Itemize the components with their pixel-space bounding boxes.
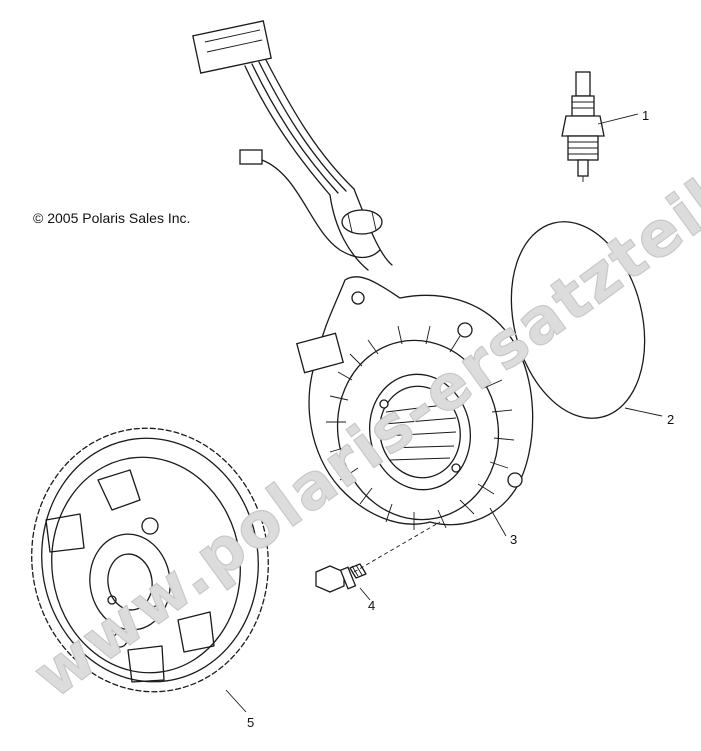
flywheel-hub: [89, 533, 171, 631]
copyright-notice: © 2005 Polaris Sales Inc.: [33, 210, 191, 226]
callout-5-flywheel: 5: [247, 715, 254, 730]
flywheel: [31, 427, 269, 693]
wire-harness: [192, 20, 393, 271]
leader-lines: [225, 113, 663, 713]
stator-bolt: [315, 563, 367, 593]
callout-3-stator: 3: [510, 532, 517, 547]
small-connector: [239, 149, 263, 165]
spark-plug: [561, 71, 605, 182]
callout-1-spark-plug: 1: [642, 108, 649, 123]
flywheel-ring-gear: [31, 427, 269, 693]
callout-2-gasket: 2: [667, 412, 674, 427]
callout-4-bolt: 4: [368, 598, 375, 613]
stator-assembly: [296, 276, 534, 530]
wire-clamp: [341, 209, 383, 235]
stator-gasket: [510, 221, 646, 419]
stator-windings: [326, 325, 515, 530]
stator-terminal-block: [296, 332, 344, 374]
